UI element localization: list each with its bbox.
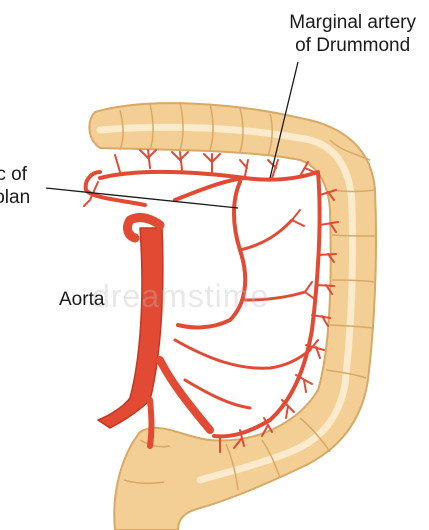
arc-of-riolan xyxy=(83,170,147,207)
marginal-leader-line xyxy=(269,61,299,179)
label-aorta: Aorta xyxy=(59,289,105,310)
colon-haustra xyxy=(119,101,377,491)
label-marginal-line1: Marginal artery xyxy=(289,12,416,33)
sigmoid-branch-2 xyxy=(183,378,252,410)
arc-leader-line xyxy=(45,187,239,209)
label-arc-line2: iolan xyxy=(0,187,31,208)
ima-branch xyxy=(156,356,214,434)
label-arc-line1: rc of xyxy=(0,164,27,185)
iliac-branch xyxy=(147,397,155,449)
watermark: dreamstime xyxy=(92,278,270,314)
vasa-recta xyxy=(83,149,339,453)
sma-trunk xyxy=(123,213,165,243)
label-marginal-artery: Marginal artery of Drummond xyxy=(289,11,416,57)
arteries xyxy=(83,149,339,453)
colon-highlight xyxy=(96,123,357,484)
left-colic xyxy=(176,180,248,330)
label-marginal-line2: of Drummond xyxy=(295,35,411,56)
aorta-vessel xyxy=(97,227,164,429)
middle-colic xyxy=(173,176,247,202)
label-arc-of-riolan: rc of iolan xyxy=(0,163,30,209)
sigmoid-branch-1 xyxy=(173,338,312,370)
left-colic-2 xyxy=(238,218,294,252)
left-colic-3 xyxy=(243,290,307,302)
marginal-artery xyxy=(98,169,322,439)
